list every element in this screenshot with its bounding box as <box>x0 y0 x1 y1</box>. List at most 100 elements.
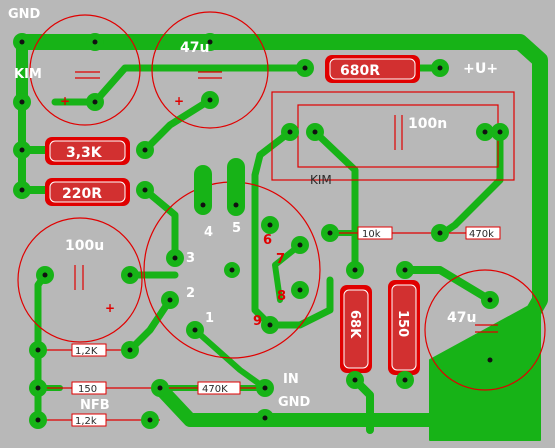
label-gnd-top: GND <box>8 7 41 22</box>
tube-pin-label-1: 1 <box>205 311 214 326</box>
r470k-small <box>465 226 501 240</box>
label-plus-u: + <box>463 61 475 77</box>
pad <box>121 266 139 284</box>
pad <box>136 181 154 199</box>
pad <box>13 181 31 199</box>
cap-47u-top-outline <box>151 11 269 129</box>
gnd-fill-bottom-right <box>429 299 541 441</box>
label-kim-center: KIM <box>310 173 332 187</box>
labels: GND KIM U+ + KIM IN GND NFB + + + 47u 68… <box>8 7 498 427</box>
r68k-inner <box>343 289 369 369</box>
pad <box>321 224 339 242</box>
c100n-box-outer <box>271 91 515 181</box>
label-r-1k2-a: 1,2K <box>75 346 98 357</box>
pad <box>396 371 414 389</box>
r150-small <box>71 381 107 395</box>
label-c-47u-right: 47u <box>447 310 476 326</box>
label-r-150-bottom: 150 <box>78 384 97 395</box>
pad <box>141 411 159 429</box>
label-plus-cap2: + <box>174 94 184 108</box>
pad <box>86 33 104 51</box>
pad <box>481 291 499 309</box>
pad <box>346 371 364 389</box>
cap-100u-outline <box>17 217 143 343</box>
label-in: IN <box>283 372 299 387</box>
label-r-10k: 10k <box>362 229 381 240</box>
tube-pin-6 <box>261 216 279 234</box>
pad <box>29 411 47 429</box>
pad <box>431 224 449 242</box>
pad <box>296 59 314 77</box>
r10k-small <box>357 226 393 240</box>
tube-pin-9 <box>261 316 279 334</box>
r150v-inner <box>391 284 417 371</box>
pin2-trace <box>126 296 174 354</box>
pad <box>13 33 31 51</box>
cap-top-left-outline <box>29 14 141 126</box>
pad <box>121 341 139 359</box>
pad <box>201 91 219 109</box>
tube-pin-2 <box>161 291 179 309</box>
label-r-680: 680R <box>340 63 380 79</box>
r470k-small-b <box>197 381 241 395</box>
label-r-3k3: 3,3K <box>66 145 103 161</box>
pad <box>431 59 449 77</box>
tube-pin-4 <box>194 165 212 215</box>
pad <box>86 93 104 111</box>
label-plus-cap1: + <box>60 94 70 108</box>
label-plus-cap3: + <box>105 301 115 315</box>
pad <box>396 261 414 279</box>
resistor-bodies <box>45 55 501 427</box>
label-kim-left: KIM <box>14 67 42 82</box>
tube-pin-3 <box>166 249 184 267</box>
pad <box>201 33 219 51</box>
pad <box>481 351 499 369</box>
tube-center-pad <box>224 262 240 278</box>
pad <box>256 409 274 427</box>
pad <box>29 341 47 359</box>
label-r-470k-right: 470k <box>469 229 494 240</box>
cap-47u-right-outline <box>424 269 546 391</box>
tube-pin7-trace <box>272 242 303 303</box>
tube-pin-label-7: 7 <box>276 252 285 267</box>
r1k2-small-a <box>71 343 107 357</box>
tube-pin-1 <box>186 321 204 339</box>
tube-pin-7 <box>291 236 309 254</box>
pin1-trace <box>192 327 268 391</box>
pad <box>476 123 494 141</box>
pad <box>13 141 31 159</box>
tube-pin-label-3: 3 <box>186 251 195 266</box>
pad <box>256 379 274 397</box>
tube-pin-8 <box>291 281 309 299</box>
label-nfb: NFB <box>80 398 110 413</box>
tube-pin-label-8: 8 <box>277 289 286 304</box>
r220-to-tube-trace <box>141 186 179 259</box>
pad <box>136 141 154 159</box>
r1k2-small-b <box>71 413 107 427</box>
cap-top-left-trace <box>51 64 309 106</box>
tube-pin-label-2: 2 <box>186 286 195 301</box>
pad <box>151 379 169 397</box>
pad <box>281 123 299 141</box>
r680-inner <box>329 58 416 80</box>
r220-inner <box>49 181 126 203</box>
cap-mid-trace <box>141 96 214 154</box>
tube-pin-label-5: 5 <box>232 221 241 236</box>
tube-pin-5 <box>227 158 245 216</box>
tube-pin-label-4: 4 <box>204 225 213 240</box>
label-c-100u: 100u <box>65 238 104 254</box>
label-r-1k2-b: 1,2k <box>75 416 97 427</box>
label-c-100n: 100n <box>408 116 447 132</box>
pad <box>346 261 364 279</box>
r150v-top-trace <box>401 266 494 304</box>
label-r-150-vertical: 150 <box>395 310 410 337</box>
label-r-470k-bottom: 470K <box>202 384 228 395</box>
pad <box>491 123 509 141</box>
c100n-left-trace <box>251 128 334 329</box>
tube-pin-label-9: 9 <box>253 314 262 329</box>
pad <box>13 93 31 111</box>
pads <box>13 33 509 429</box>
label-r-68k: 68K <box>347 310 362 339</box>
label-gnd-bottom: GND <box>278 395 311 410</box>
